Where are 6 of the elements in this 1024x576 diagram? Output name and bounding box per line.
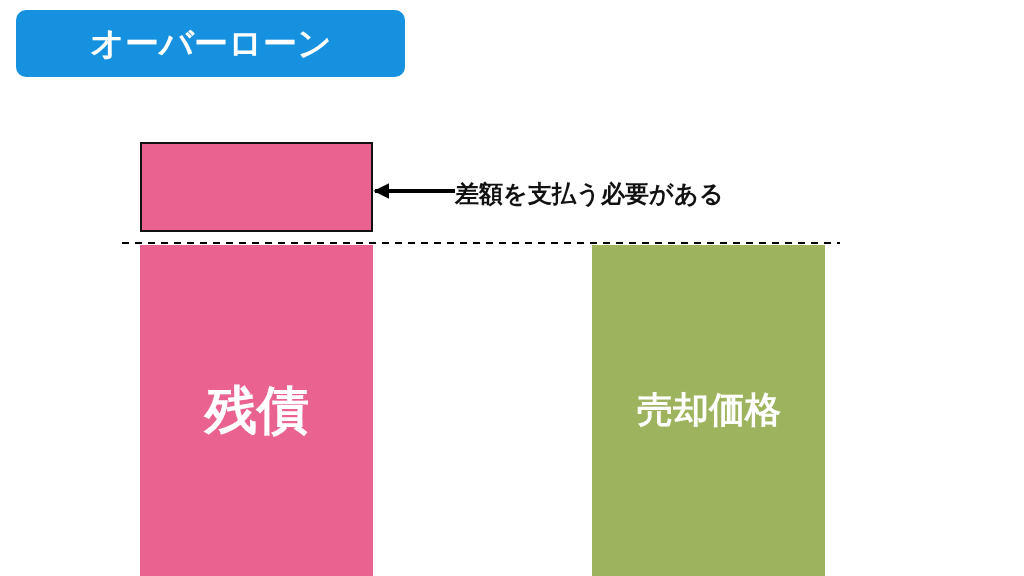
sale-price-bar: 売却価格 [592,245,825,576]
loan-balance-bar: 残債 [140,245,373,576]
note-text: 差額を支払う必要がある [455,172,795,216]
difference-box [140,142,373,232]
arrow [373,183,455,199]
title-banner: オーバーローン [16,10,405,77]
